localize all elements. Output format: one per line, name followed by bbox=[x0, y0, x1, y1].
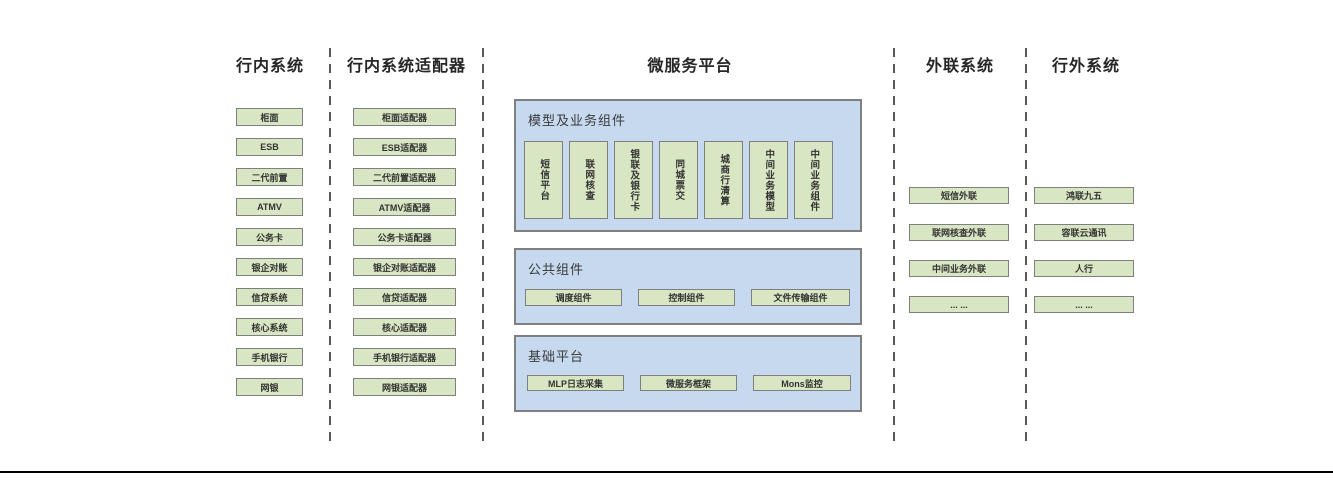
internal-system-box: 核心系统 bbox=[236, 318, 303, 336]
adapter-box: 公务卡适配器 bbox=[353, 228, 456, 246]
model-component-label: 银联及银行卡 bbox=[628, 148, 640, 212]
column-separator-1 bbox=[329, 48, 331, 443]
base-platform-row: MLP日志采集 微服务框架 Mons监控 bbox=[527, 375, 851, 391]
adapter-box: ATMV适配器 bbox=[353, 198, 456, 216]
model-component-label: 短信平台 bbox=[538, 159, 550, 201]
model-component-label: 中间业务模型 bbox=[763, 148, 775, 212]
model-component-box: 中间业务模型 bbox=[749, 141, 788, 219]
internal-system-box: 柜面 bbox=[236, 108, 303, 126]
base-platform-panel: 基础平台 MLP日志采集 微服务框架 Mons监控 bbox=[514, 335, 862, 412]
outside-system-box: 人行 bbox=[1034, 260, 1134, 277]
column-title-internal-systems: 行内系统 bbox=[235, 58, 304, 75]
internal-system-box: 公务卡 bbox=[236, 228, 303, 246]
model-component-label: 联网核查 bbox=[583, 159, 595, 201]
model-component-box: 中间业务组件 bbox=[794, 141, 833, 219]
model-business-components-panel: 模型及业务组件 短信平台 联网核查 银联及银行卡 同城票交 城商行清算 中间业务… bbox=[514, 99, 862, 232]
panel-title: 基础平台 bbox=[528, 349, 585, 364]
internal-system-box: 二代前置 bbox=[236, 168, 303, 186]
outside-system-box: ... ... bbox=[1034, 296, 1134, 313]
internal-system-box: 信贷系统 bbox=[236, 288, 303, 306]
model-component-box: 银联及银行卡 bbox=[614, 141, 653, 219]
adapter-box: 银企对账适配器 bbox=[353, 258, 456, 276]
column-title-external-link-systems: 外联系统 bbox=[925, 58, 994, 75]
common-component-box: 调度组件 bbox=[525, 289, 622, 306]
common-components-panel: 公共组件 调度组件 控制组件 文件传输组件 bbox=[514, 248, 862, 325]
internal-system-box: ATMV bbox=[236, 198, 303, 216]
model-component-label: 中间业务组件 bbox=[808, 148, 820, 212]
adapter-box: 二代前置适配器 bbox=[353, 168, 456, 186]
panel-title: 模型及业务组件 bbox=[528, 113, 627, 128]
external-link-box: 联网核查外联 bbox=[909, 224, 1009, 241]
adapter-box: ESB适配器 bbox=[353, 138, 456, 156]
internal-system-box: ESB bbox=[236, 138, 303, 156]
column-separator-4 bbox=[1025, 48, 1027, 443]
adapter-box: 信贷适配器 bbox=[353, 288, 456, 306]
column-separator-3 bbox=[893, 48, 895, 443]
base-platform-box: 微服务框架 bbox=[640, 375, 737, 391]
external-link-box: 短信外联 bbox=[909, 187, 1009, 204]
base-platform-box: Mons监控 bbox=[753, 375, 851, 391]
model-component-box: 同城票交 bbox=[659, 141, 698, 219]
base-platform-box: MLP日志采集 bbox=[527, 375, 624, 391]
adapter-box: 柜面适配器 bbox=[353, 108, 456, 126]
column-separator-2 bbox=[482, 48, 484, 443]
model-component-box: 短信平台 bbox=[524, 141, 563, 219]
external-link-box: ... ... bbox=[909, 296, 1009, 313]
adapter-box: 手机银行适配器 bbox=[353, 348, 456, 366]
internal-system-box: 手机银行 bbox=[236, 348, 303, 366]
external-link-box: 中间业务外联 bbox=[909, 260, 1009, 277]
column-title-microservice-platform: 微服务平台 bbox=[647, 58, 733, 75]
model-component-box: 联网核查 bbox=[569, 141, 608, 219]
model-component-label: 城商行清算 bbox=[718, 153, 730, 207]
internal-system-box: 银企对账 bbox=[236, 258, 303, 276]
outside-system-box: 鸿联九五 bbox=[1034, 187, 1134, 204]
adapter-box: 网银适配器 bbox=[353, 378, 456, 396]
column-title-internal-adapters: 行内系统适配器 bbox=[347, 58, 467, 75]
internal-system-box: 网银 bbox=[236, 378, 303, 396]
common-component-box: 文件传输组件 bbox=[751, 289, 850, 306]
model-component-label: 同城票交 bbox=[673, 159, 685, 201]
model-component-box: 城商行清算 bbox=[704, 141, 743, 219]
column-title-outside-systems: 行外系统 bbox=[1051, 58, 1120, 75]
common-components-row: 调度组件 控制组件 文件传输组件 bbox=[525, 289, 850, 306]
panel-title: 公共组件 bbox=[528, 262, 585, 277]
common-component-box: 控制组件 bbox=[638, 289, 735, 306]
bottom-divider-line bbox=[0, 471, 1333, 473]
outside-system-box: 容联云通讯 bbox=[1034, 224, 1134, 241]
adapter-box: 核心适配器 bbox=[353, 318, 456, 336]
model-components-row: 短信平台 联网核查 银联及银行卡 同城票交 城商行清算 中间业务模型 中间业务组… bbox=[524, 141, 833, 219]
